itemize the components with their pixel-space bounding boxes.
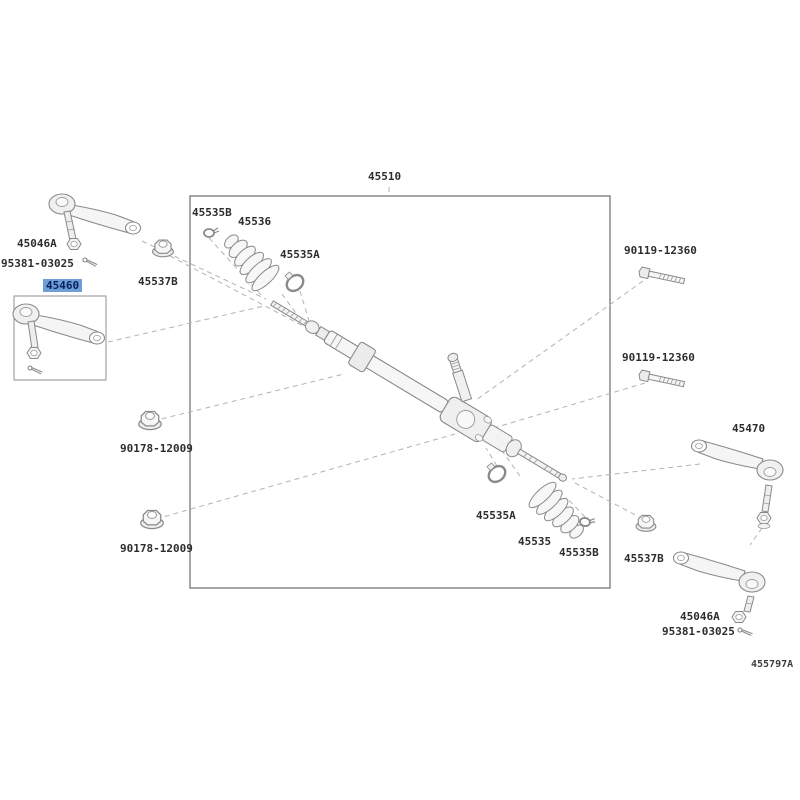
part-label-90178-mid[interactable]: 90178-12009 — [120, 442, 193, 455]
leader-lines — [107, 187, 763, 546]
diagram-ref-code: 455797A — [751, 659, 794, 670]
mount-nut-low-left-icon — [140, 509, 164, 530]
castle-nut-bottom-right-icon — [731, 611, 747, 623]
mount-nut-mid-left-icon — [138, 410, 162, 431]
part-label-45537B-top[interactable]: 45537B — [138, 275, 178, 288]
tie-rod-end-right-drawing — [690, 439, 784, 529]
clamp-large-top-icon — [279, 266, 308, 296]
part-label-95381-top[interactable]: 95381-03025 — [1, 257, 74, 270]
part-label-45535B-btm[interactable]: 45535B — [559, 546, 599, 559]
part-label-45046A-top[interactable]: 45046A — [17, 237, 57, 250]
part-label-45460-selected[interactable]: 45460 — [43, 279, 83, 292]
part-label-45535B-top[interactable]: 45535B — [192, 206, 232, 219]
part-label-45537B-btm[interactable]: 45537B — [624, 552, 664, 565]
part-label-90178-low[interactable]: 90178-12009 — [120, 542, 193, 555]
diagram-frame-box — [189, 195, 611, 589]
bolt-upper-right-icon — [637, 266, 686, 287]
cotter-pin-top-left-icon — [81, 257, 99, 268]
pinion-input-shaft-drawing — [447, 352, 473, 403]
part-label-95381-btm[interactable]: 95381-03025 — [662, 625, 735, 638]
lock-nut-bottom-icon — [635, 514, 657, 532]
tie-rod-end-bottom-right-drawing — [672, 551, 766, 613]
part-label-45535A-top[interactable]: 45535A — [280, 248, 320, 261]
steering-rack-drawing — [270, 300, 567, 482]
tie-rod-end-top-left-drawing — [48, 193, 142, 242]
clamp-small-bottom-icon — [578, 515, 597, 529]
clamp-small-top-icon — [203, 227, 220, 238]
boot-top-drawing — [214, 225, 283, 295]
part-label-45535[interactable]: 45535 — [518, 535, 552, 548]
part-label-45535A-btm[interactable]: 45535A — [476, 509, 516, 522]
bolt-mid-right-icon — [637, 369, 686, 390]
part-label-45536[interactable]: 45536 — [238, 215, 272, 228]
castle-nut-top-left-icon — [66, 238, 82, 250]
part-label-90119-mid[interactable]: 90119-12360 — [622, 351, 695, 364]
lock-nut-top-left-icon — [152, 239, 174, 258]
selected-part-box — [12, 295, 107, 381]
part-label-45470[interactable]: 45470 — [732, 422, 766, 435]
part-label-45046A-btm[interactable]: 45046A — [680, 610, 720, 623]
part-label-90119-upper[interactable]: 90119-12360 — [624, 244, 697, 257]
cotter-pin-bottom-right-icon — [736, 627, 754, 637]
part-label-45510[interactable]: 45510 — [368, 170, 402, 183]
